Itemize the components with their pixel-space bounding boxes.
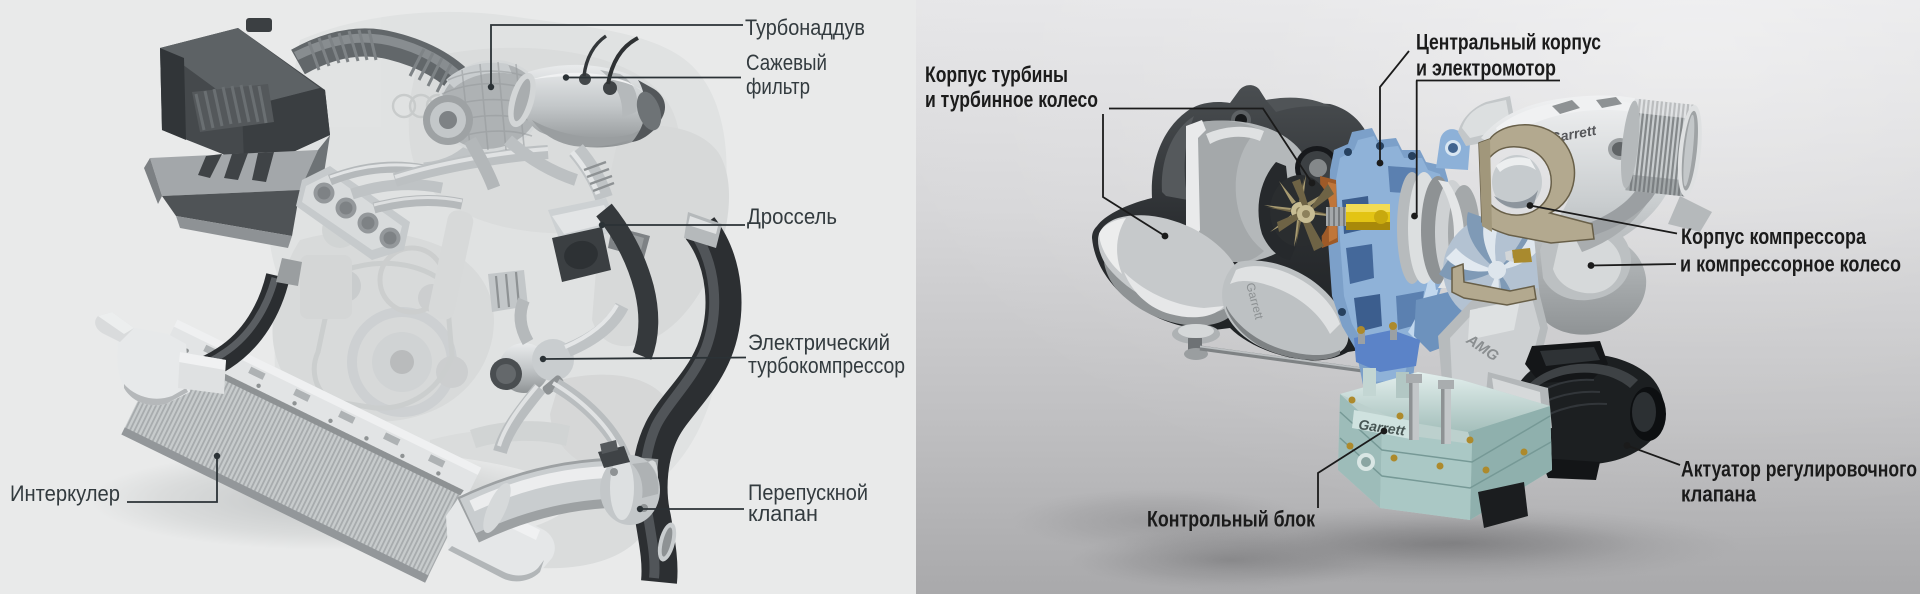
svg-text:Контрольный блок: Контрольный блок: [1147, 507, 1316, 532]
svg-text:Центральный корпус: Центральный корпус: [1416, 30, 1601, 55]
svg-text:турбокомпрессор: турбокомпрессор: [748, 353, 905, 378]
svg-text:и компрессорное колесо: и компрессорное колесо: [1680, 252, 1901, 277]
svg-text:Корпус турбины: Корпус турбины: [925, 62, 1068, 87]
svg-text:и электромотор: и электромотор: [1416, 56, 1556, 81]
svg-text:фильтр: фильтр: [746, 74, 810, 99]
svg-text:Электрический: Электрический: [748, 330, 890, 355]
svg-text:Корпус компрессора: Корпус компрессора: [1681, 224, 1867, 249]
svg-text:Турбонаддув: Турбонаддув: [745, 15, 865, 40]
svg-text:Интеркулер: Интеркулер: [10, 481, 120, 506]
svg-text:и турбинное колесо: и турбинное колесо: [925, 87, 1098, 112]
svg-text:клапан: клапан: [748, 501, 818, 526]
svg-text:Сажевый: Сажевый: [746, 50, 827, 75]
svg-text:Актуатор регулировочного: Актуатор регулировочного: [1681, 457, 1917, 482]
svg-text:Дроссель: Дроссель: [747, 204, 837, 229]
svg-text:клапана: клапана: [1681, 482, 1757, 507]
svg-text:Garrett: Garrett: [1358, 416, 1408, 439]
svg-text:Перепускной: Перепускной: [748, 480, 868, 505]
